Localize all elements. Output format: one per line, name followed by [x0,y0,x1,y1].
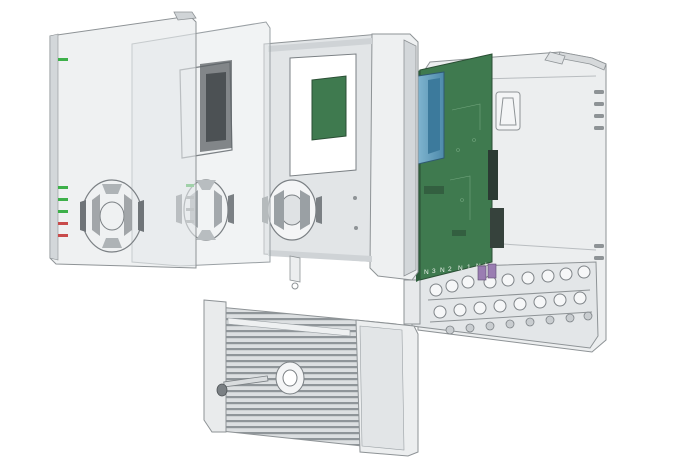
circuit-board: N 3 N 2 N 1 N L [416,53,504,282]
terminal-block [403,261,599,349]
transparent-front-cover [49,11,197,269]
cover-led-indicators [58,58,68,237]
pcb-label-3: 3 [432,268,436,275]
cover-screw-boss [275,361,305,395]
pcb-label-n3: N [424,269,429,276]
front-frame [262,33,419,290]
cover-keypad [80,179,144,253]
pcb-label-1: 1 [467,264,471,271]
pcb-label-l: L [485,262,489,269]
frame-window [289,53,357,177]
pcb-display [417,71,445,165]
pcb-label-2: 2 [448,266,452,273]
vent-slots [594,90,604,260]
pcb-label-n2: N [440,267,445,274]
screw [216,375,269,397]
terminal-cover [203,299,419,457]
pcb-label-n1: N [458,265,463,272]
